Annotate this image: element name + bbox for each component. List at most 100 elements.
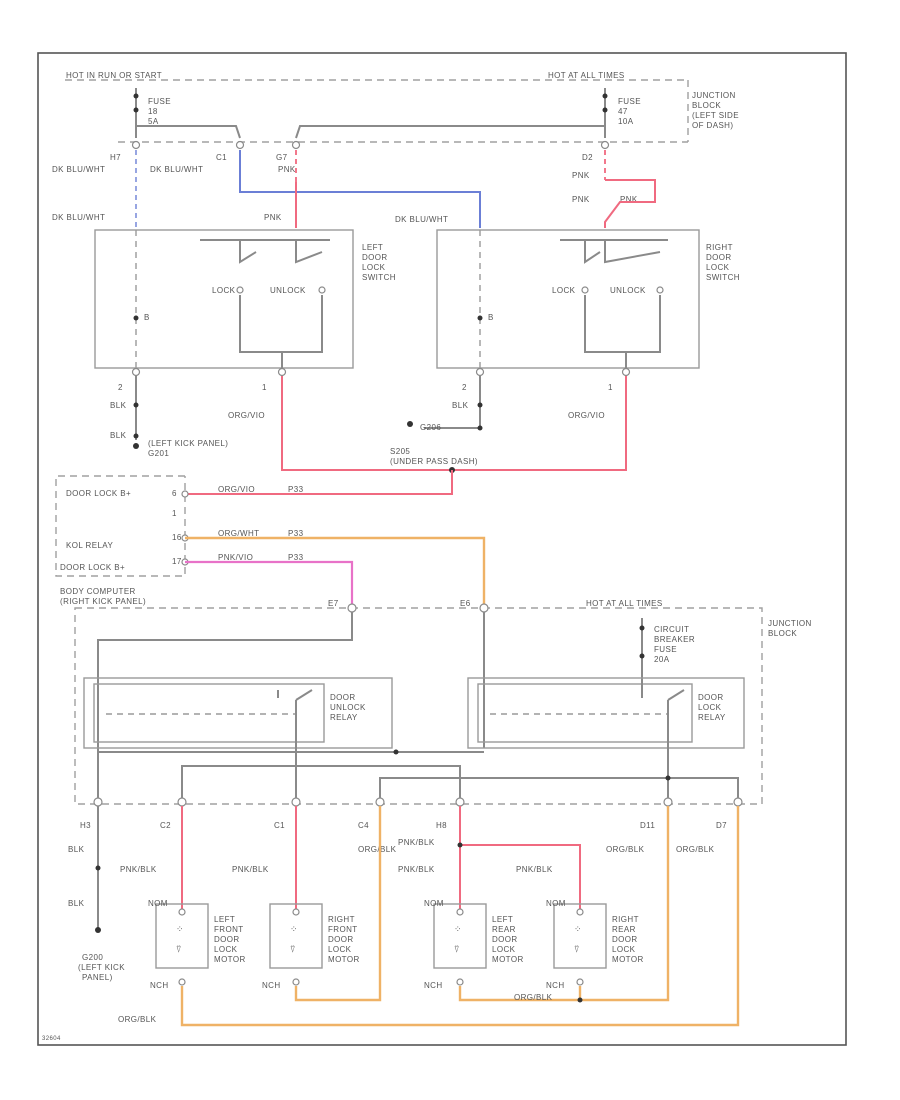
svg-text:ORG/BLK: ORG/BLK (358, 845, 397, 854)
svg-text:MOTOR: MOTOR (328, 955, 360, 964)
svg-text:MOTOR: MOTOR (492, 955, 524, 964)
svg-text:RIGHT: RIGHT (328, 915, 355, 924)
svg-text:PNK: PNK (620, 195, 638, 204)
svg-text:HOT AT ALL TIMES: HOT AT ALL TIMES (586, 599, 663, 608)
svg-text:FRONT: FRONT (328, 925, 358, 934)
svg-text:REAR: REAR (612, 925, 636, 934)
svg-text:PNK: PNK (264, 213, 282, 222)
fuse-left-label: FUSE (148, 97, 171, 106)
body-computer (55, 475, 186, 577)
svg-text:DOOR: DOOR (330, 693, 356, 702)
diagram-frame (37, 52, 847, 1046)
svg-text:REAR: REAR (492, 925, 516, 934)
svg-text:DK BLU/WHT: DK BLU/WHT (150, 165, 203, 174)
svg-text:C2: C2 (160, 821, 171, 830)
svg-text:ORG/VIO: ORG/VIO (568, 411, 605, 420)
wire-pnk-vio-door-lock (185, 560, 354, 606)
wire-org-vio-switches (281, 376, 627, 471)
svg-text:RIGHT: RIGHT (706, 243, 733, 252)
left-door-lock-switch (94, 229, 354, 369)
svg-text:MOTOR: MOTOR (612, 955, 644, 964)
junction-block-bottom-label: JUNCTION (768, 619, 812, 628)
svg-text:LOCK: LOCK (328, 945, 352, 954)
svg-text:16: 16 (172, 533, 182, 542)
svg-text:PNK/BLK: PNK/BLK (516, 865, 553, 874)
wire-org-wht-kol-relay (185, 536, 486, 606)
svg-text:H3: H3 (80, 821, 91, 830)
svg-text:MOTOR: MOTOR (214, 955, 246, 964)
svg-text:1: 1 (608, 383, 613, 392)
connector-g7: G7 (276, 153, 288, 162)
svg-text:LOCK: LOCK (492, 945, 516, 954)
wire-org-blk-rf (294, 806, 382, 1002)
wire-org-blk-lf (180, 806, 740, 1027)
svg-text:ORG/BLK: ORG/BLK (676, 845, 715, 854)
svg-text:10A: 10A (618, 117, 634, 126)
svg-text:DOOR: DOOR (698, 693, 724, 702)
svg-text:LOCK: LOCK (362, 263, 386, 272)
svg-text:G206: G206 (420, 423, 441, 432)
svg-text:ORG/VIO: ORG/VIO (218, 485, 255, 494)
junction-block-top-label: JUNCTION (692, 91, 736, 100)
svg-text:RELAY: RELAY (698, 713, 726, 722)
wire-label-dk-blu-wht: DK BLU/WHT (52, 165, 105, 174)
svg-text:P33: P33 (288, 553, 304, 562)
svg-text:(RIGHT KICK PANEL): (RIGHT KICK PANEL) (60, 597, 146, 606)
svg-text:SWITCH: SWITCH (362, 273, 396, 282)
svg-text:E7: E7 (328, 599, 339, 608)
motor-left-rear: ⁘ ⍢ NOM NCH LEFT REAR DOOR LOCK MOTOR (424, 899, 524, 990)
svg-text:2: 2 (118, 383, 123, 392)
svg-text:⍢: ⍢ (454, 944, 460, 954)
svg-text:LOCK: LOCK (698, 703, 722, 712)
junction-block-bottom (74, 607, 763, 805)
svg-text:18: 18 (148, 107, 158, 116)
svg-text:C4: C4 (358, 821, 369, 830)
svg-text:⍢: ⍢ (290, 944, 296, 954)
svg-text:(LEFT SIDE: (LEFT SIDE (692, 111, 739, 120)
circuit-breaker-label: CIRCUIT (654, 625, 689, 634)
motor-left-front: ⁘ ⍢ NOM NCH LEFT FRONT DOOR LOCK MOTOR (148, 899, 246, 990)
svg-text:E6: E6 (460, 599, 471, 608)
motor-right-front: ⁘ ⍢ NCH RIGHT FRONT DOOR LOCK MOTOR (262, 903, 360, 990)
unlock-contact-left: UNLOCK (270, 286, 306, 295)
svg-text:1: 1 (172, 509, 177, 518)
fuse-right-label: FUSE (618, 97, 641, 106)
svg-text:ORG/VIO: ORG/VIO (228, 411, 265, 420)
svg-text:DK BLU/WHT: DK BLU/WHT (52, 213, 105, 222)
svg-text:5A: 5A (148, 117, 159, 126)
svg-text:NOM: NOM (424, 899, 444, 908)
connector-h7: H7 (110, 153, 121, 162)
svg-text:D7: D7 (716, 821, 727, 830)
svg-text:⁘: ⁘ (574, 924, 582, 934)
svg-text:LOCK: LOCK (214, 945, 238, 954)
door-lock-relay (467, 677, 745, 749)
svg-text:DOOR: DOOR (612, 935, 638, 944)
body-computer-label: BODY COMPUTER (60, 587, 136, 596)
unlock-contact-right: UNLOCK (610, 286, 646, 295)
svg-text:BLK: BLK (68, 899, 85, 908)
svg-text:⍢: ⍢ (574, 944, 580, 954)
svg-text:RELAY: RELAY (330, 713, 358, 722)
door-unlock-relay (83, 677, 393, 749)
svg-text:H8: H8 (436, 821, 447, 830)
svg-text:DOOR: DOOR (214, 935, 240, 944)
connector-c1: C1 (216, 153, 227, 162)
wire-pnk-blk-rr (460, 844, 581, 912)
svg-text:OF DASH): OF DASH) (692, 121, 733, 130)
svg-text:NCH: NCH (424, 981, 443, 990)
svg-text:LOCK: LOCK (706, 263, 730, 272)
ground-g200-icon (95, 927, 101, 933)
svg-text:(LEFT KICK: (LEFT KICK (78, 963, 125, 972)
svg-text:G201: G201 (148, 449, 169, 458)
svg-text:S205: S205 (390, 447, 410, 456)
svg-text:LOCK: LOCK (612, 945, 636, 954)
svg-text:LEFT: LEFT (214, 915, 235, 924)
svg-text:PNK/VIO: PNK/VIO (218, 553, 253, 562)
svg-text:⁘: ⁘ (290, 924, 298, 934)
svg-text:BLK: BLK (452, 401, 469, 410)
svg-text:BLOCK: BLOCK (768, 629, 797, 638)
svg-text:PNK/BLK: PNK/BLK (398, 838, 435, 847)
svg-text:47: 47 (618, 107, 628, 116)
svg-text:PNK/BLK: PNK/BLK (232, 865, 269, 874)
svg-text:BLK: BLK (110, 431, 127, 440)
